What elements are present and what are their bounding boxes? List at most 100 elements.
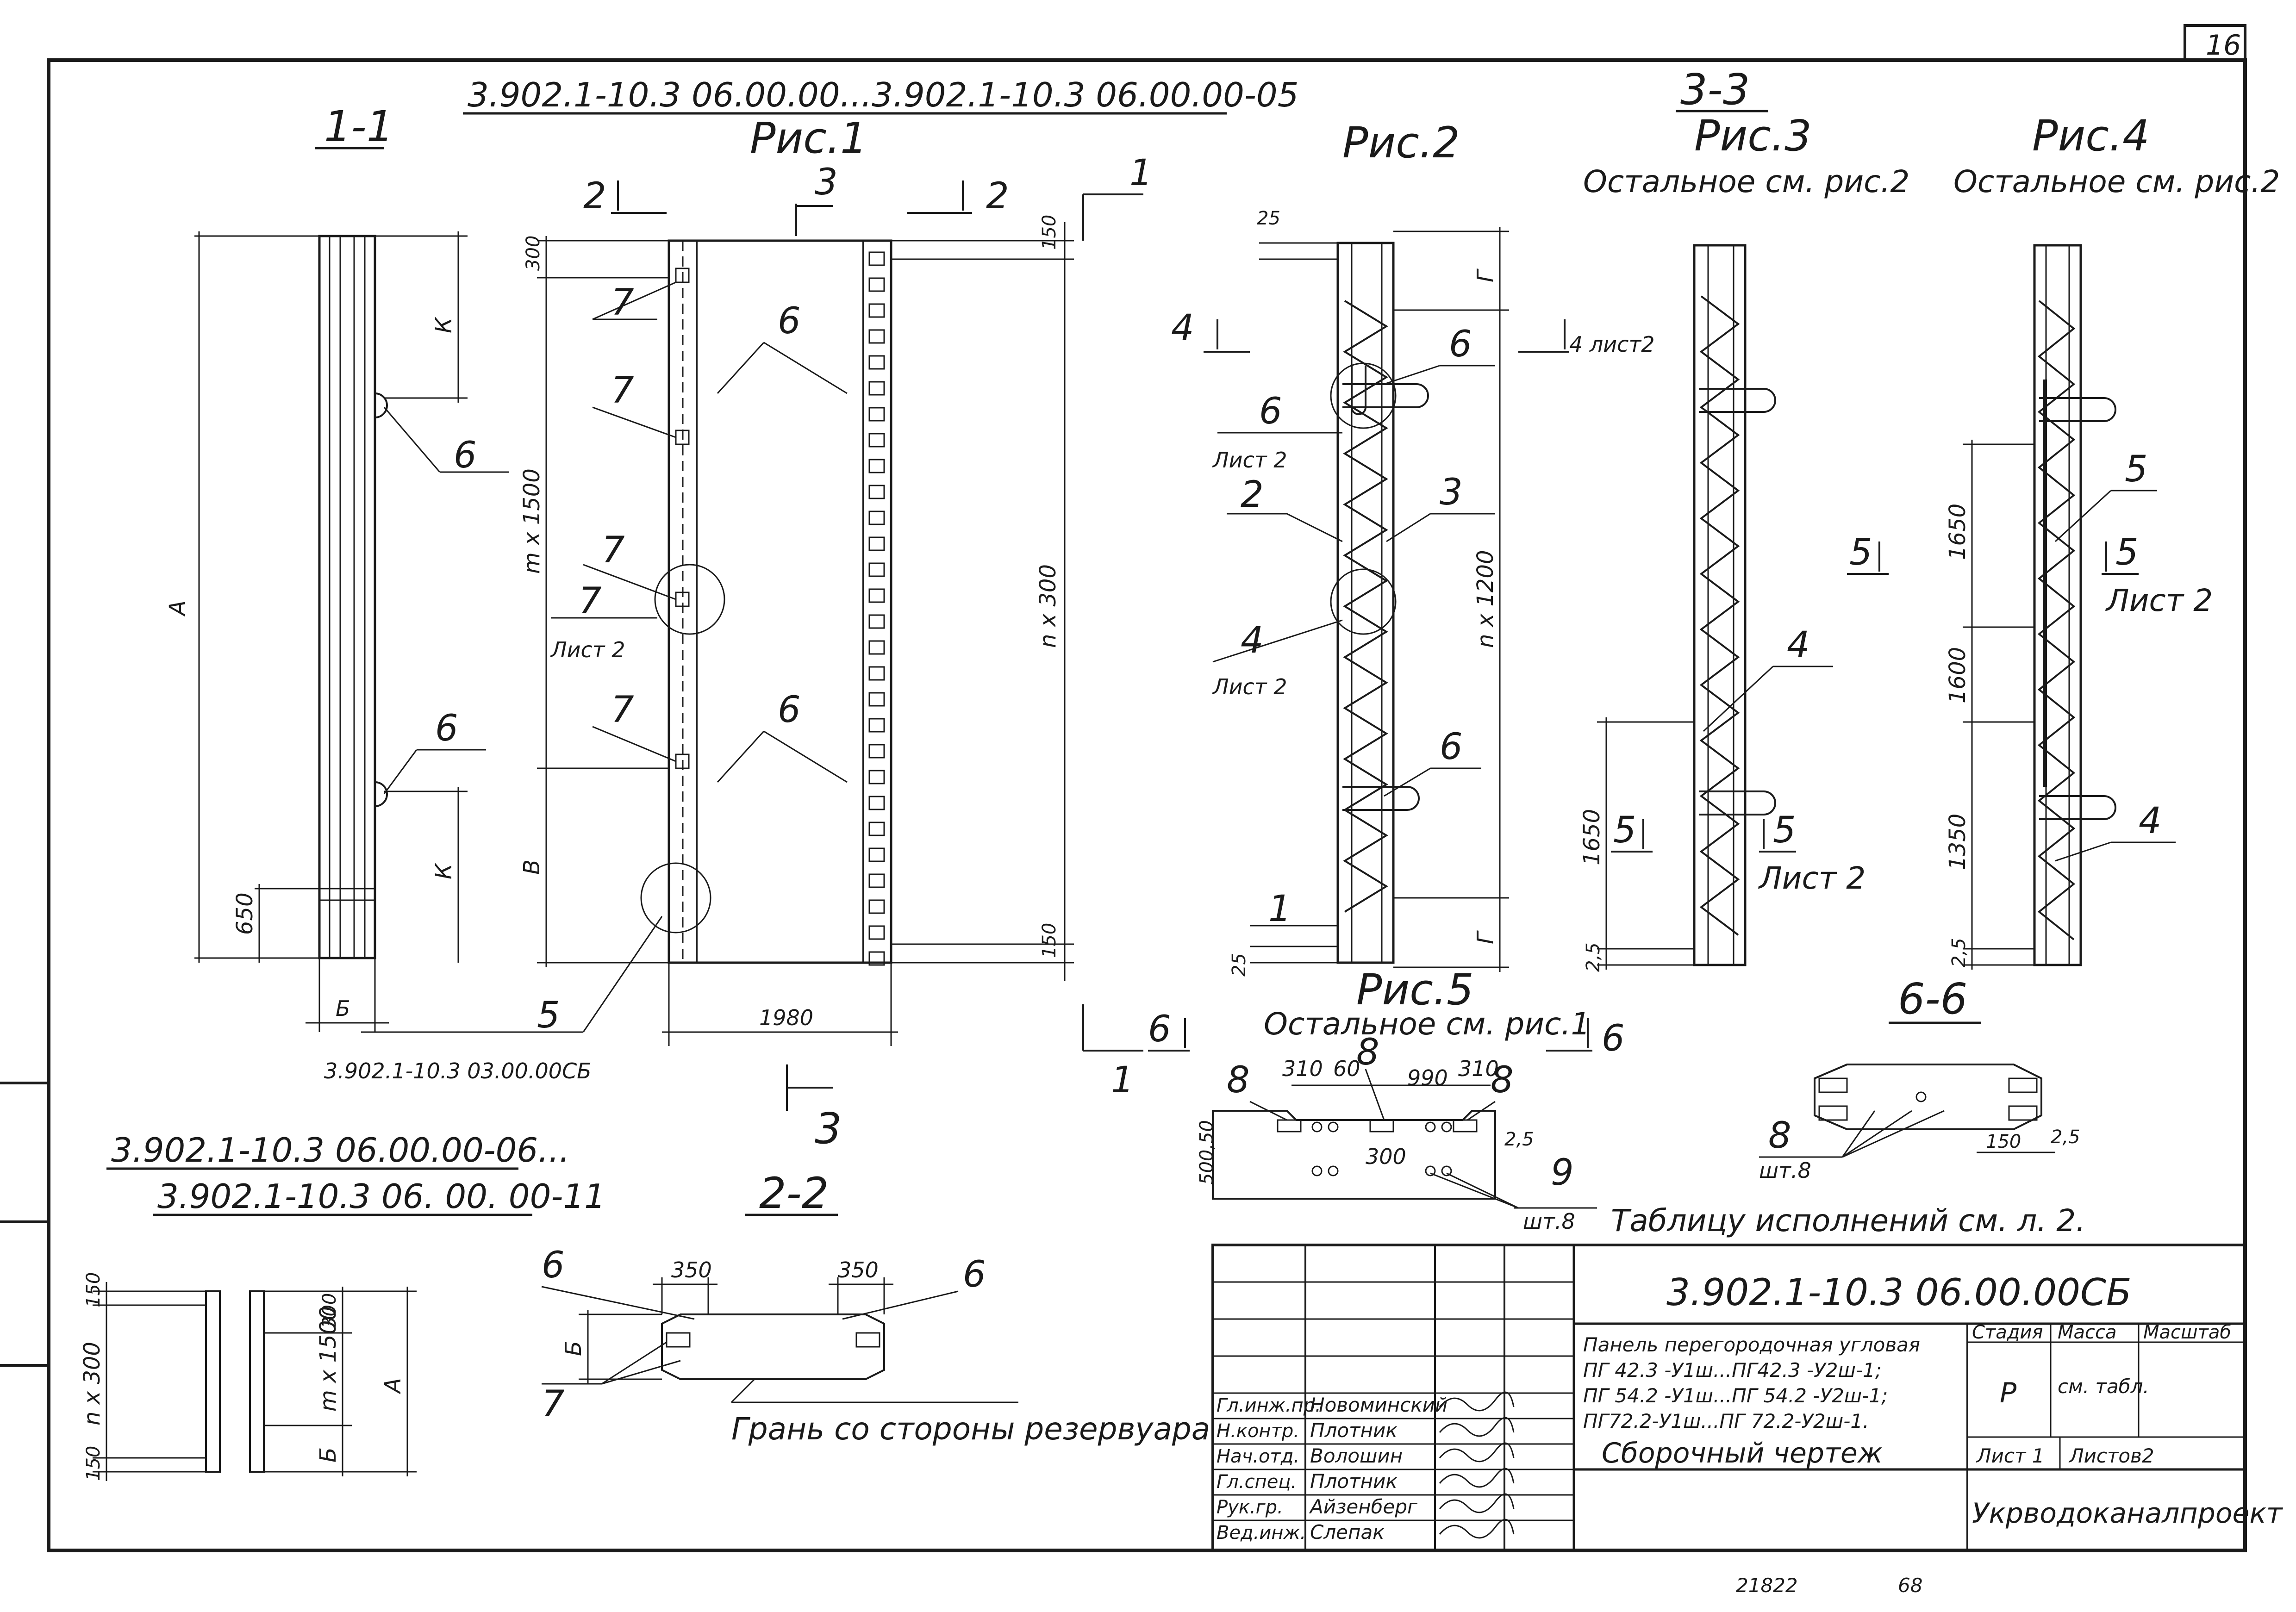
cut-3-top: 3 [815,162,838,203]
header-range-bottom-1: 3.902.1-10.3 06.00.00-06... [111,1131,570,1170]
organization: Укрводоканалпроект [1972,1497,2284,1530]
dim-m1500-bl: m x 1500 [315,1306,341,1412]
callout-7-c: 7 [602,529,625,571]
callout-6-c: 6 [778,300,801,342]
cut-6-left: 6 [1148,1008,1171,1050]
mass-label: Масса [2058,1322,2117,1343]
title-name-line-4: ПГ72.2-У1ш...ПГ 72.2-У2ш-1. [1583,1410,1869,1432]
dim-25-fig4: 2,5 [1948,938,1970,967]
dim-310-left: 310 [1282,1056,1323,1081]
callout-8-fig5-mid: 8 [1356,1032,1379,1073]
callout-qty8-section66: шт.8 [1759,1158,1811,1183]
figure-1: Рис.1 7 7 7 7 Лист 2 7 6 6 [324,113,1153,1153]
dim-150-section66: 150 [1986,1131,2021,1152]
callout-sheet2-a: Лист 2 [550,637,625,662]
note-tables: Таблицу исполнений см. л. 2. [1611,1203,2085,1239]
dim-m1500-fig1: m x 1500 [519,468,545,574]
callout-8-fig5-right: 8 [1491,1059,1514,1101]
dim-990: 990 [1407,1065,1448,1090]
truss-line [1699,295,1740,936]
callout-sheet2-fig2-b: Лист 2 [1212,674,1287,699]
dim-150-bl-top: 150 [83,1272,104,1307]
joint-tooth [868,381,885,396]
joint-tooth [868,510,885,525]
joint-tooth [868,925,885,940]
figure-5-label: Рис.5 [1356,965,1474,1015]
callout-6-22-right: 6 [963,1254,986,1295]
dim-25-section66: 2,5 [2051,1127,2080,1148]
dim-350-left: 350 [671,1257,712,1282]
joint-tooth [868,303,885,318]
callout-4-fig3: 4 [1787,624,1810,666]
joint-tooth [868,847,885,862]
dim-1980: 1980 [759,1005,813,1030]
figure-3-label: Рис.3 [1694,111,1812,161]
callout-6-fig2-left: 6 [1259,391,1282,432]
cut-6-right: 6 [1602,1018,1625,1059]
dim-K-bottom: К [431,863,457,879]
dim-G-bottom: Г [1472,930,1498,944]
dim-1350-fig4: 1350 [1945,814,1971,870]
joint-tooth [868,407,885,422]
dim-300-fig5: 300 [1366,1144,1406,1169]
title-code: 3.902.1-10.3 06.00.00СБ [1666,1271,2132,1314]
role-title: Вед.инж. [1217,1522,1306,1544]
note-edge: Грань со стороны резервуара [731,1411,1210,1447]
stage-value: Р [2000,1377,2017,1409]
callout-7-a: 7 [611,282,634,324]
cut-5-fig4-right: 5 [2115,532,2139,573]
dim-25-fig2-top: 25 [1257,208,1280,229]
title-block: 3.902.1-10.3 06.00.00СБ Панель перегород… [1211,1244,2284,1552]
signature-rows: Гл.инж.пр.НовоминскийН.контр.ПлотникНач.… [1217,1391,1515,1544]
callout-5-fig4: 5 [2125,448,2148,490]
callout-sheet2-fig3: Лист 2 [1758,860,1866,896]
role-name: Плотник [1310,1419,1398,1442]
section-label-1-1: 1-1 [324,102,393,151]
callout-6-fig2-lower: 6 [1440,726,1463,768]
dim-25-fig3: 2,5 [1583,942,1604,972]
section-label-6-6: 6-6 [1898,974,1967,1024]
joint-tooth [868,355,885,370]
dim-A: А [165,600,191,617]
callout-8-section66: 8 [1768,1115,1791,1157]
footer-right: 68 [1898,1574,1922,1597]
dim-b: Б [336,996,350,1021]
role-name: Айзенберг [1309,1495,1418,1518]
signature-mark [1439,1442,1515,1463]
title-doc-type: Сборочный чертеж [1602,1437,1883,1469]
role-title: Гл.спец. [1217,1471,1297,1493]
joint-tooth [868,485,885,499]
figure-3: 3-3 Рис.3 Остальное см. рис.2 4 1650 2,5… [1579,65,1909,972]
figure-1-label: Рис.1 [750,113,867,163]
figure-3-note: Остальное см. рис.2 [1583,164,1909,199]
role-name: Новоминский [1310,1394,1447,1416]
joint-tooth [868,562,885,577]
callout-7-e: 7 [611,689,634,731]
cut-2-right: 2 [986,175,1009,217]
page-number: 16 [2206,29,2241,62]
role-title: Нач.отд. [1217,1446,1299,1467]
signature-mark [1439,1493,1515,1513]
figure-4-label: Рис.4 [2032,111,2150,161]
joint-tooth [868,459,885,473]
dim-350-right: 350 [838,1257,879,1282]
callout-3-fig2: 3 [1440,472,1463,513]
dim-b-bl: Б [315,1447,341,1463]
dim-n300-bl: n x 300 [79,1342,105,1425]
dim-K-top: К [431,317,457,333]
dim-25-fig2-bottom: 25 [1229,953,1250,977]
callout-1-fig2: 1 [1268,888,1292,930]
joint-tooth [868,951,885,966]
title-name-line-2: ПГ 42.3 -У1ш...ПГ42.3 -У2ш-1; [1583,1359,1882,1382]
callout-6-a: 6 [454,435,477,476]
dim-60: 60 [1333,1056,1360,1081]
joint-tooth [868,770,885,784]
cut-4-left: 4 [1171,307,1194,349]
joint-teeth [868,251,885,966]
dim-150-bl-bottom: 150 [83,1446,104,1481]
role-name: Слепак [1310,1521,1385,1544]
role-name: Плотник [1310,1470,1398,1493]
joint-tooth [868,433,885,448]
section-label-3-3: 3-3 [1680,65,1750,114]
